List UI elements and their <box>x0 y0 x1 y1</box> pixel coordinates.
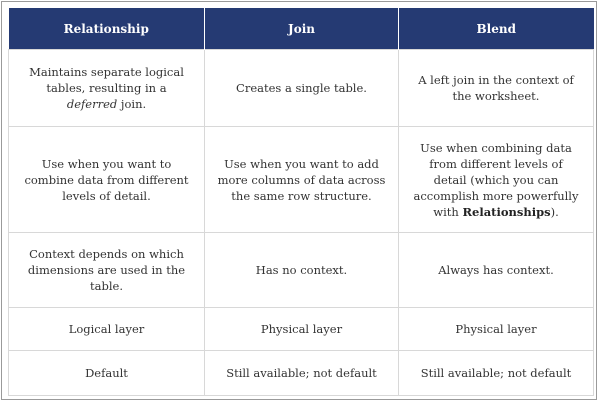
cell-join: Use when you want to add more columns of… <box>204 126 399 233</box>
cell-join: Still available; not default <box>204 350 399 396</box>
comparison-table: Relationship Join Blend Maintains separa… <box>8 8 594 396</box>
table-row: Use when you want to combine data from d… <box>8 126 594 233</box>
table-row: Default Still available; not default Sti… <box>8 350 594 396</box>
cell-blend: A left join in the context of the worksh… <box>398 49 594 127</box>
table-row: Context depends on which dimensions are … <box>8 232 594 308</box>
bold-text: Relationships <box>462 204 551 219</box>
cell-relationship: Default <box>8 350 205 396</box>
cell-join: Physical layer <box>204 307 399 351</box>
header-join: Join <box>204 8 399 50</box>
cell-blend: Physical layer <box>398 307 594 351</box>
cell-text: Maintains separate logical tables, resul… <box>29 65 184 95</box>
cell-relationship: Use when you want to combine data from d… <box>8 126 205 233</box>
cell-relationship: Context depends on which dimensions are … <box>8 232 205 308</box>
emphasis-text: deferred <box>66 97 118 111</box>
cell-join: Creates a single table. <box>204 49 399 127</box>
cell-text: ). <box>550 204 559 219</box>
cell-relationship: Maintains separate logical tables, resul… <box>8 49 205 127</box>
cell-blend: Always has context. <box>398 232 594 308</box>
cell-relationship: Logical layer <box>8 307 205 351</box>
cell-blend: Use when combining data from different l… <box>398 126 594 233</box>
table-row: Maintains separate logical tables, resul… <box>8 49 594 127</box>
header-row: Relationship Join Blend <box>8 8 594 50</box>
cell-text: Use when combining data from different l… <box>413 140 579 219</box>
cell-join: Has no context. <box>204 232 399 308</box>
cell-text: join. <box>117 97 147 111</box>
cell-blend: Still available; not default <box>398 350 594 396</box>
header-blend: Blend <box>398 8 594 50</box>
table-row: Logical layer Physical layer Physical la… <box>8 307 594 351</box>
header-relationship: Relationship <box>8 8 205 50</box>
